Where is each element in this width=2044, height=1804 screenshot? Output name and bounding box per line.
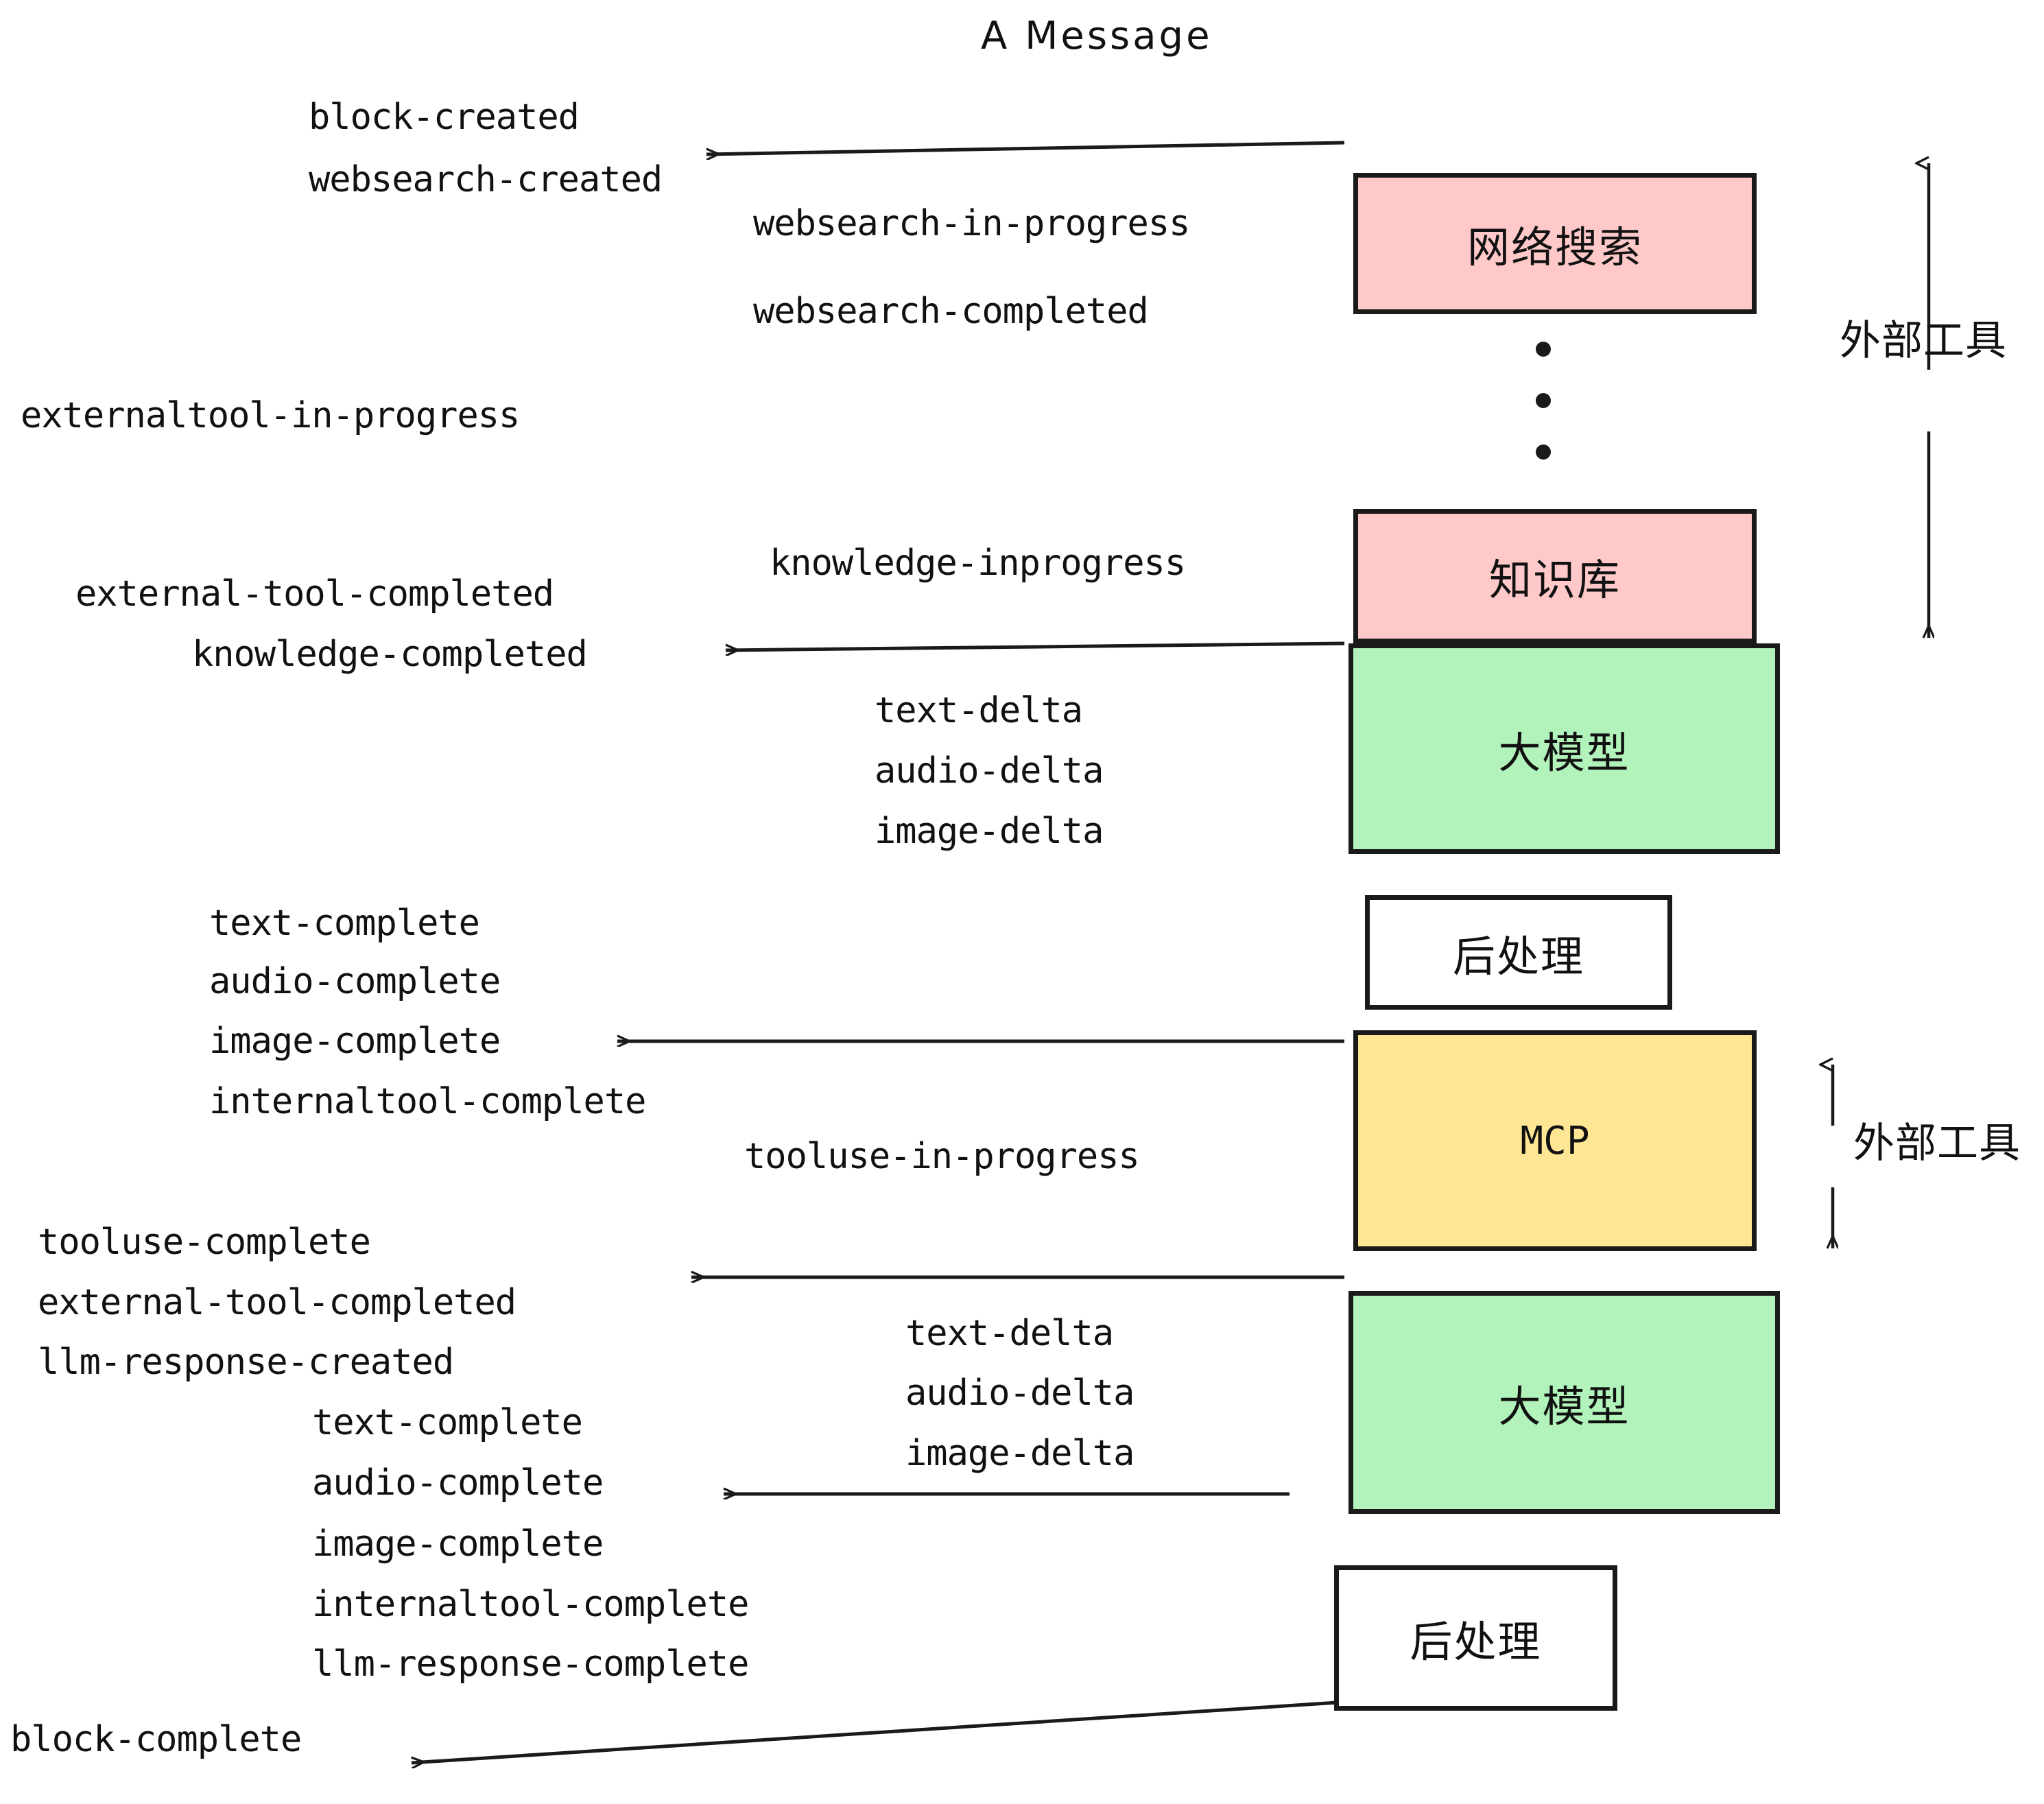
event-label-text-delta-2: text-delta <box>905 1313 1114 1354</box>
dot <box>1536 342 1551 357</box>
node-label: 网络搜索 <box>1466 222 1643 272</box>
node-llm-1[interactable]: 大模型 <box>1348 643 1780 854</box>
event-label-websearch-completed: websearch-completed <box>753 291 1149 332</box>
event-label-internaltool-complete-1: internaltool-complete <box>209 1081 646 1122</box>
event-label-internaltool-complete-2: internaltool-complete <box>312 1584 749 1625</box>
event-label-llm-response-created: llm-response-created <box>38 1342 454 1383</box>
event-label-tooluse-complete: tooluse-complete <box>38 1222 371 1263</box>
event-label-llm-response-complete: llm-response-complete <box>312 1643 749 1685</box>
node-knowledge[interactable]: 知识库 <box>1353 509 1757 643</box>
page-title: A Message <box>981 14 1213 58</box>
event-label-audio-delta-2: audio-delta <box>905 1373 1134 1414</box>
node-label: 后处理 <box>1452 931 1584 982</box>
event-label-websearch-in-progress: websearch-in-progress <box>753 203 1190 244</box>
event-label-image-complete-1: image-complete <box>209 1021 501 1062</box>
node-postprocess-2[interactable]: 后处理 <box>1334 1565 1617 1711</box>
node-label: 后处理 <box>1410 1617 1542 1667</box>
event-label-text-complete-1: text-complete <box>209 903 480 944</box>
dot <box>1536 393 1551 408</box>
event-label-text-complete-2: text-complete <box>312 1402 583 1443</box>
event-label-audio-complete-1: audio-complete <box>209 961 501 1002</box>
event-label-audio-delta-1: audio-delta <box>875 750 1104 792</box>
side-label-external-tools-top: 外部工具 <box>1840 317 2007 365</box>
event-label-block-complete: block-complete <box>10 1719 302 1760</box>
node-label: 大模型 <box>1498 1381 1630 1432</box>
event-label-externaltool-in-progress: externaltool-in-progress <box>21 395 520 436</box>
node-label: 大模型 <box>1498 727 1630 778</box>
event-label-image-delta-1: image-delta <box>875 811 1104 852</box>
event-label-text-delta-1: text-delta <box>875 690 1083 731</box>
node-mcp[interactable]: MCP <box>1353 1030 1757 1251</box>
event-label-websearch-created: websearch-created <box>309 159 663 200</box>
event-label-block-created: block-created <box>309 97 580 138</box>
node-websearch[interactable]: 网络搜索 <box>1353 173 1757 314</box>
event-label-image-delta-2: image-delta <box>905 1433 1134 1474</box>
event-label-knowledge-inprogress: knowledge-inprogress <box>770 543 1186 584</box>
event-label-external-tool-completed-1: external-tool-completed <box>75 573 554 615</box>
arrow-flow-block-created <box>706 141 1345 154</box>
node-label: 知识库 <box>1488 555 1621 605</box>
arrow-flow-knowledge-complete <box>726 641 1345 650</box>
node-llm-2[interactable]: 大模型 <box>1348 1291 1780 1514</box>
event-label-knowledge-completed: knowledge-completed <box>192 634 588 675</box>
node-label: MCP <box>1520 1118 1590 1163</box>
event-label-audio-complete-2: audio-complete <box>312 1462 604 1504</box>
side-label-external-tools-bottom: 外部工具 <box>1853 1119 2021 1167</box>
event-label-tooluse-in-progress: tooluse-in-progress <box>744 1136 1140 1177</box>
event-label-image-complete-2: image-complete <box>312 1523 604 1565</box>
arrow-flow-block-complete <box>412 1700 1338 1763</box>
ellipsis-indicator <box>1535 342 1552 460</box>
dot <box>1536 444 1551 460</box>
event-label-external-tool-completed-2: external-tool-completed <box>38 1282 516 1323</box>
node-postprocess-1[interactable]: 后处理 <box>1365 895 1672 1010</box>
